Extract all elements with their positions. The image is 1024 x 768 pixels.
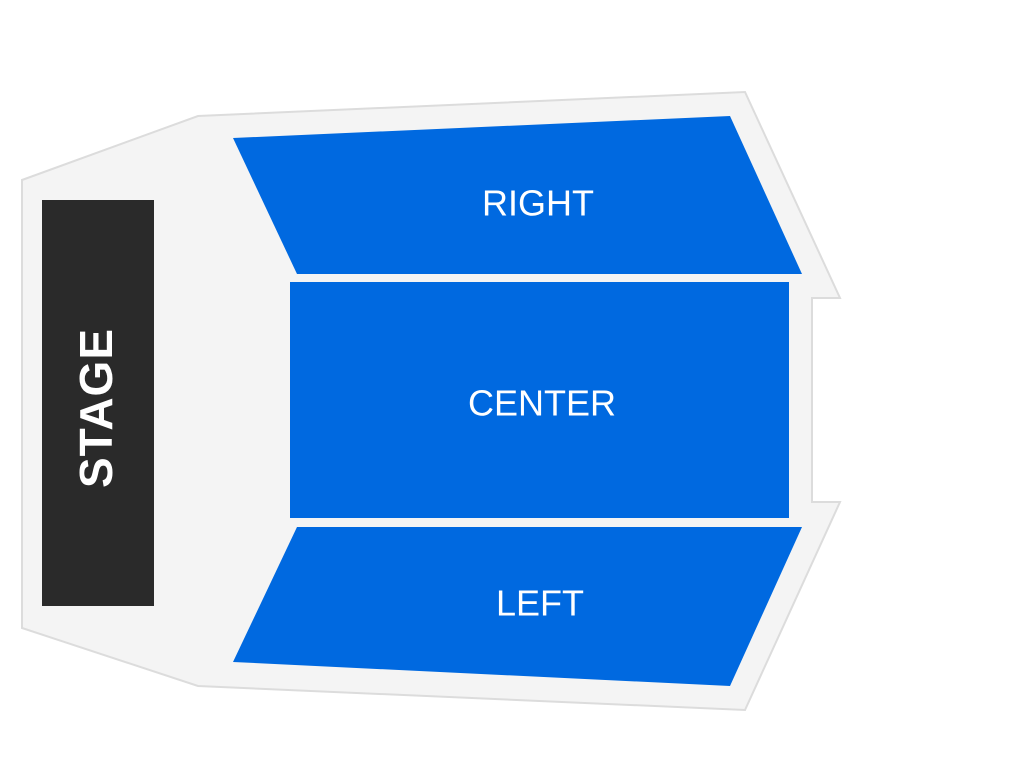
stage-label: STAGE bbox=[70, 328, 122, 488]
section-right-shape[interactable] bbox=[233, 116, 802, 274]
section-left[interactable]: LEFT bbox=[233, 527, 802, 686]
section-center-shape[interactable] bbox=[290, 282, 789, 518]
section-right[interactable]: RIGHT bbox=[233, 116, 802, 274]
stage-block bbox=[42, 200, 154, 606]
section-center[interactable]: CENTER bbox=[290, 282, 789, 518]
stage: STAGE bbox=[42, 200, 154, 606]
section-left-shape[interactable] bbox=[233, 527, 802, 686]
